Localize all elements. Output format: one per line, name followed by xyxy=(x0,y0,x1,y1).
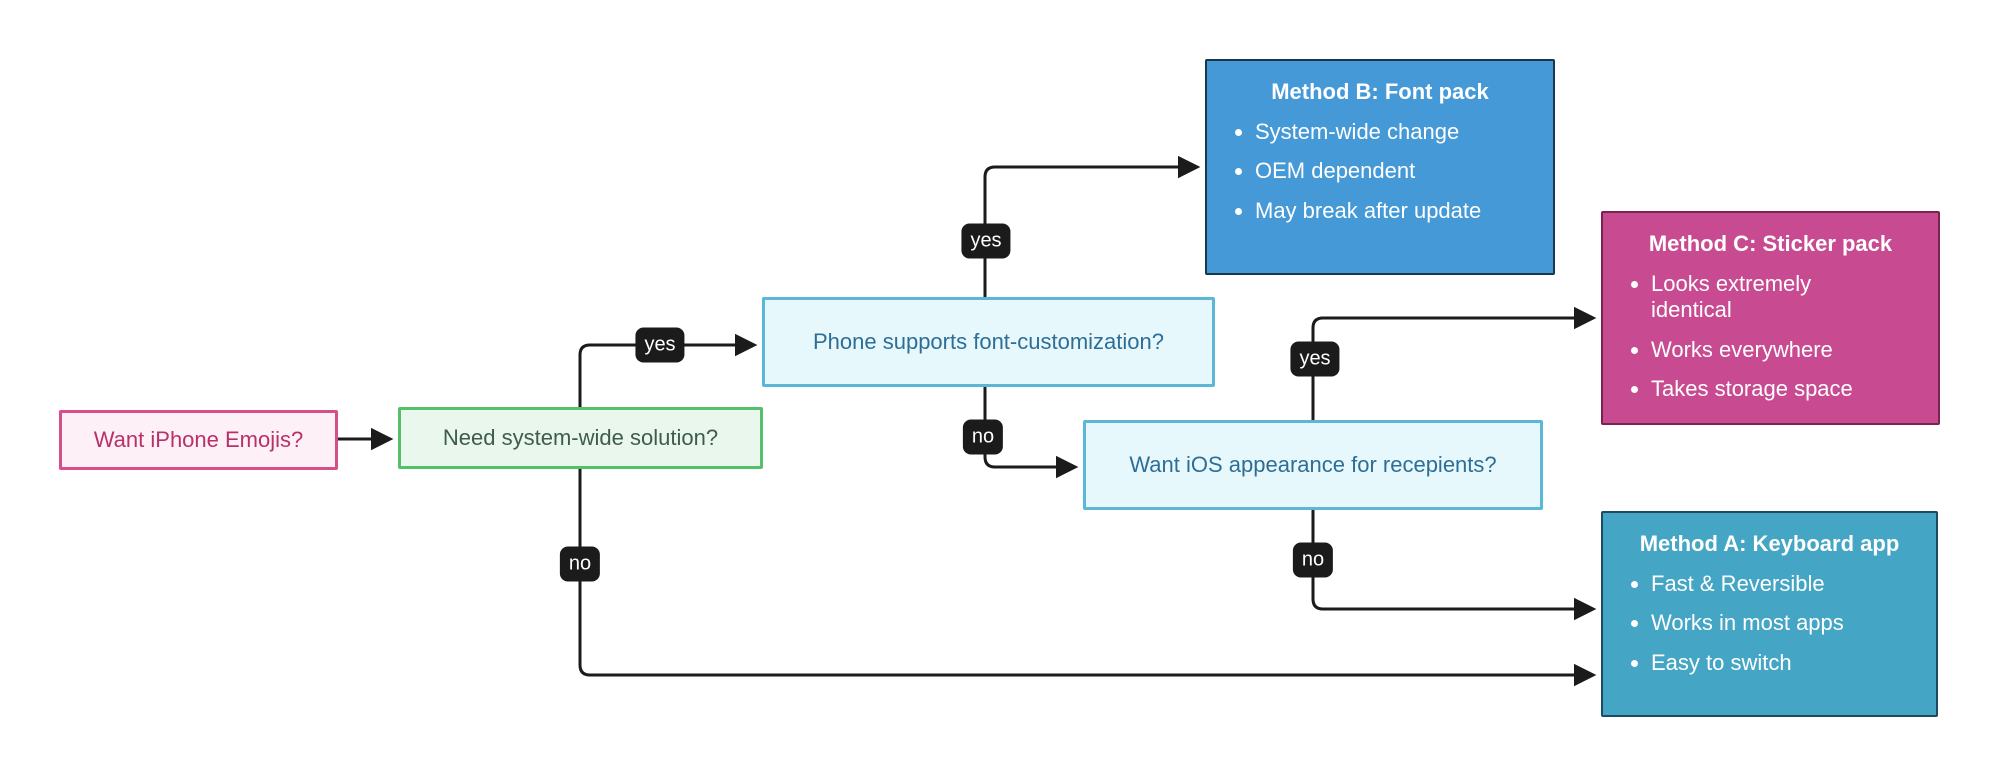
edge-ios-yes-to-methodc xyxy=(1311,306,1597,420)
node-label: Phone supports font-customization? xyxy=(813,329,1164,354)
method-bullet: Looks extremely identical xyxy=(1651,271,1866,324)
method-bullet-list: System-wide change OEM dependent May bre… xyxy=(1221,119,1539,224)
node-phone-supports-font-customization: Phone supports font-customization? xyxy=(762,297,1215,387)
method-bullet: System-wide change xyxy=(1255,119,1539,145)
method-bullet: Works in most apps xyxy=(1651,610,1922,636)
method-title: Method C: Sticker pack xyxy=(1648,231,1893,256)
node-need-system-wide-solution: Need system-wide solution? xyxy=(398,407,763,469)
node-want-ios-appearance: Want iOS appearance for recepients? xyxy=(1083,420,1543,510)
edge-system-no-to-methoda xyxy=(578,469,1597,687)
edge-label-system-no: no xyxy=(559,546,601,582)
edge-label-font-yes: yes xyxy=(961,223,1011,259)
edge-label-ios-no: no xyxy=(1292,542,1334,578)
node-label: Want iOS appearance for recepients? xyxy=(1129,452,1497,477)
edge-system-yes-to-font xyxy=(578,333,758,407)
edge-font-yes-to-methodb xyxy=(983,155,1201,297)
method-title: Method B: Font pack xyxy=(1271,79,1489,104)
node-want-iphone-emojis: Want iPhone Emojis? xyxy=(59,410,338,470)
node-label: Need system-wide solution? xyxy=(442,425,719,450)
node-label: Want iPhone Emojis? xyxy=(93,427,304,452)
method-bullet-list: Looks extremely identical Works everywhe… xyxy=(1617,271,1924,403)
method-bullet-list: Fast & Reversible Works in most apps Eas… xyxy=(1617,571,1922,676)
method-bullet: Fast & Reversible xyxy=(1651,571,1922,597)
method-bullet: Takes storage space xyxy=(1651,376,1866,402)
method-title: Method A: Keyboard app xyxy=(1639,531,1900,556)
method-bullet: Works everywhere xyxy=(1651,337,1866,363)
method-bullet: May break after update xyxy=(1255,198,1539,224)
node-method-b-font-pack: Method B: Font pack System-wide change O… xyxy=(1205,59,1555,275)
edge-font-no-to-ios xyxy=(983,387,1079,479)
method-bullet: Easy to switch xyxy=(1651,650,1922,676)
edge-label-font-no: no xyxy=(962,419,1004,455)
edge-label-system-yes: yes xyxy=(635,327,685,363)
node-method-a-keyboard-app: Method A: Keyboard app Fast & Reversible… xyxy=(1601,511,1938,717)
edge-ios-no-to-methoda xyxy=(1311,510,1597,621)
method-bullet: OEM dependent xyxy=(1255,158,1539,184)
node-method-c-sticker-pack: Method C: Sticker pack Looks extremely i… xyxy=(1601,211,1940,425)
edge-label-ios-yes: yes xyxy=(1290,341,1340,377)
